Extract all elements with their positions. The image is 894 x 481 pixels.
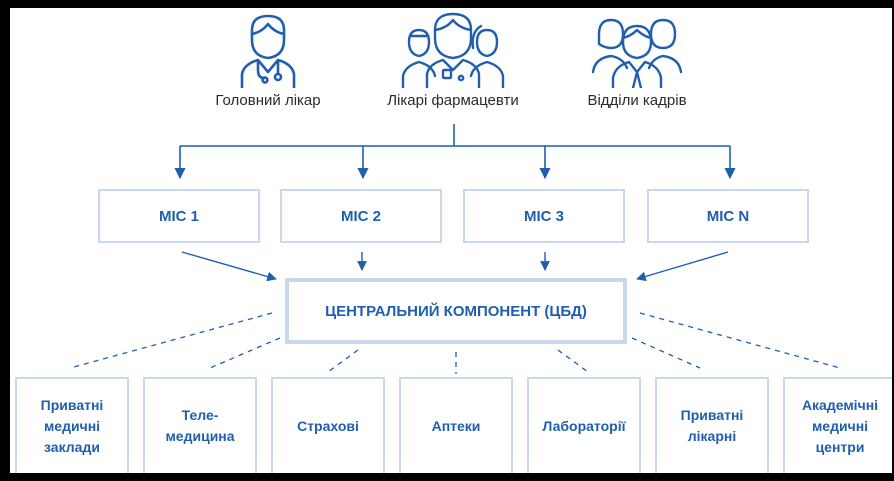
mis-box-1: МІС 1 — [98, 189, 260, 243]
arrow-misn-central — [636, 251, 729, 282]
leaf-private-hospitals: Приватні лікарні — [655, 377, 769, 473]
connector-lines — [69, 124, 841, 374]
leaf-pharmacies: Аптеки — [399, 377, 513, 473]
leaf-telemedicine: Теле- медицина — [143, 377, 257, 473]
role-chief-doctor: Головний лікар — [183, 12, 353, 109]
leaf-private-medical: Приватні медичні заклади — [15, 377, 129, 473]
role-pharmacists: Лікарі фармацевти — [368, 12, 538, 109]
central-component: ЦЕНТРАЛЬНИЙ КОМПОНЕНТ (ЦБД) — [285, 278, 627, 344]
role-hr-departments: Відділи кадрів — [552, 12, 722, 109]
dashed-connectors — [69, 312, 841, 374]
medical-team-icon — [401, 12, 505, 88]
role-label: Відділи кадрів — [587, 92, 687, 109]
doctor-icon — [240, 14, 296, 88]
leaf-laboratories: Лабораторії — [527, 377, 641, 473]
leaf-insurance: Страхові — [271, 377, 385, 473]
diagram-canvas: Головний лікар Лікарі фармацевти — [10, 8, 892, 473]
leaf-academic-centers: Академічні медичні центри — [783, 377, 892, 473]
mis-box-3: МІС 3 — [463, 189, 625, 243]
mis-box-2: МІС 2 — [280, 189, 442, 243]
mis-box-n: МІС N — [647, 189, 809, 243]
arrow-mis1-central — [181, 251, 277, 282]
role-label: Головний лікар — [215, 92, 321, 109]
hr-group-icon — [591, 18, 683, 88]
role-label: Лікарі фармацевти — [387, 92, 519, 109]
